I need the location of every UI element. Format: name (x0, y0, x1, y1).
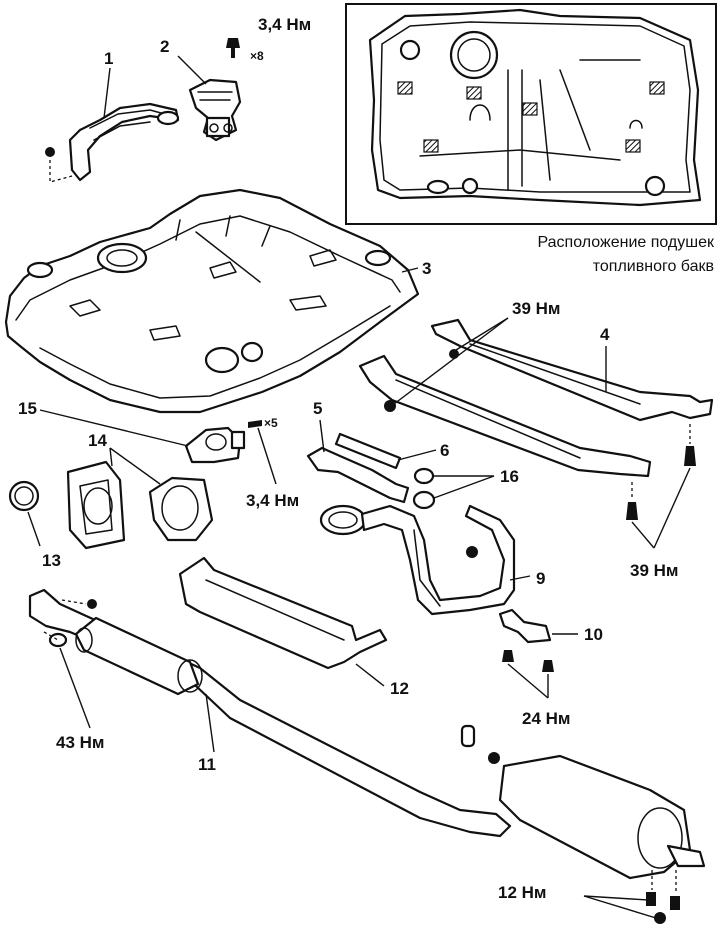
torque-muffler: 12 Нм (498, 883, 547, 902)
part-12-heat-shield (178, 556, 388, 670)
center-muffler (74, 616, 200, 696)
torque-pump-count: ×8 (250, 49, 264, 63)
callout-6: 6 (440, 441, 449, 460)
callout-11: 11 (198, 755, 216, 774)
part-10-bracket (498, 608, 552, 644)
pad-5 (423, 139, 439, 153)
part-6-breather-hose (334, 432, 402, 470)
rear-muffler (460, 724, 706, 880)
pad-3 (522, 102, 538, 116)
callout-16: 16 (500, 467, 519, 486)
part-14-filler-door (66, 460, 214, 550)
part-2-fuel-pump (188, 78, 242, 142)
callout-2: 2 (160, 37, 169, 56)
pad-2 (466, 86, 482, 100)
front-pipe-hardware (43, 599, 97, 648)
leader-lines (27, 55, 691, 919)
tank-pump-opening (96, 242, 148, 274)
callout-5: 5 (313, 399, 322, 418)
callout-15: 15 (18, 399, 37, 418)
part-9-filler-pipe (319, 504, 516, 616)
callout-14: 14 (88, 431, 107, 450)
part-11-exhaust-pipe (28, 588, 512, 838)
callout-12: 12 (390, 679, 409, 698)
torque-bracket: 24 Нм (522, 709, 571, 728)
callout-1: 1 (104, 49, 113, 68)
torque-filler-neck: 3,4 Нм (246, 491, 299, 510)
screws-filler-neck (248, 420, 262, 428)
part-1-fuel-lines (45, 102, 180, 183)
part-3-fuel-tank (4, 188, 420, 414)
part-16-clamps (412, 467, 436, 510)
callout-9: 9 (536, 569, 545, 588)
part-15-filler-neck (184, 426, 246, 464)
bracket-bolts (502, 650, 554, 672)
bolt-filler-pipe (466, 546, 478, 558)
strap-bolts (384, 349, 696, 520)
inset-caption-line2: топливного бакв (593, 258, 714, 275)
pad-1 (397, 81, 413, 95)
pad-4 (649, 81, 665, 95)
inset-caption-line1: Расположение подушек (538, 234, 715, 251)
callout-3: 3 (422, 259, 431, 278)
muffler-bolts (646, 870, 680, 924)
part-4-tank-straps (358, 318, 714, 478)
tank-pad-inset (345, 3, 717, 225)
callout-10: 10 (584, 625, 603, 644)
torque-pump: 3,4 Нм (258, 15, 311, 34)
bolt-pump (226, 38, 240, 58)
torque-front-pipe: 43 Нм (56, 733, 105, 752)
part-5-filler-hose (306, 446, 410, 504)
part-13-cap (8, 480, 40, 512)
pad-6 (625, 139, 641, 153)
torque-strap-bottom: 39 Нм (630, 561, 679, 580)
callout-4: 4 (600, 325, 610, 344)
torque-filler-neck-count: ×5 (264, 416, 278, 430)
torque-strap-top: 39 Нм (512, 299, 561, 318)
callout-13: 13 (42, 551, 61, 570)
